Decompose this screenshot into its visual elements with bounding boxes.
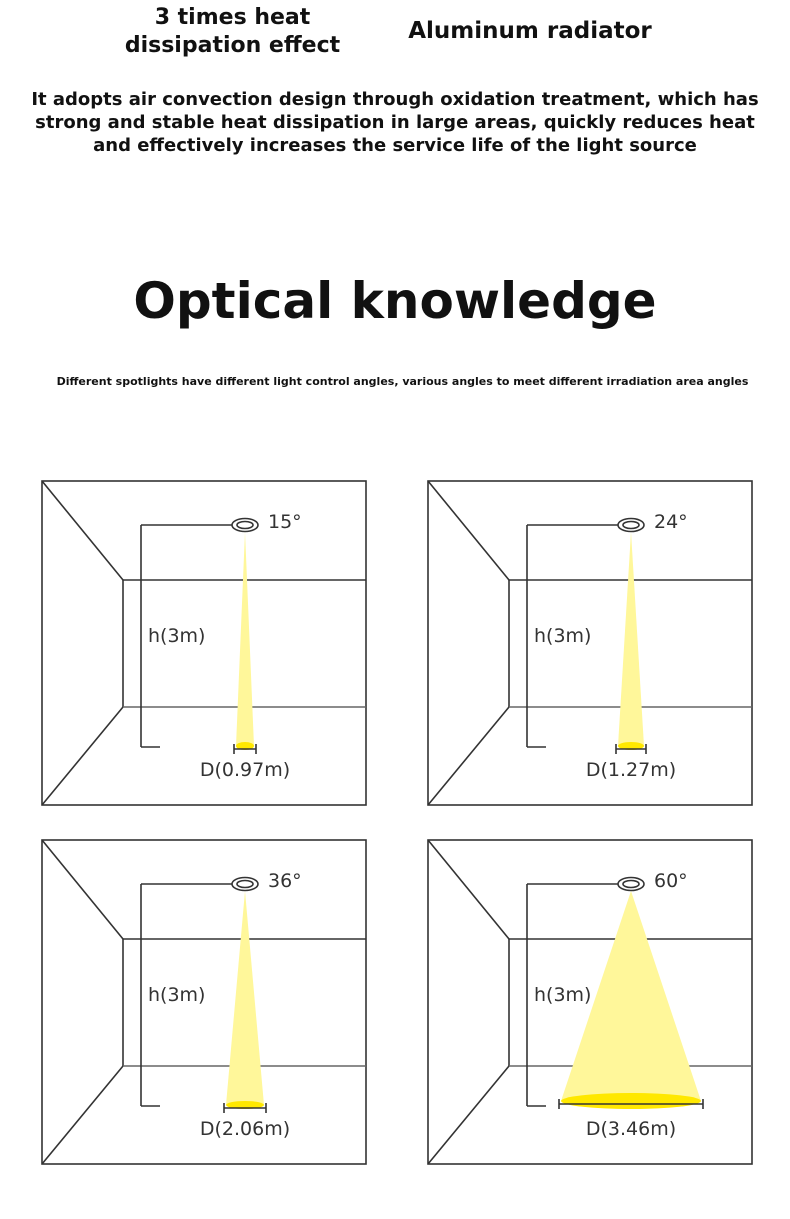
section-subtitle: Different spotlights have different ligh… (56, 375, 749, 388)
wall-diagonal-bottom (41, 706, 124, 806)
beam-diagram-4: 60° h(3m) D(3.46m) (427, 839, 753, 1165)
room-frame (41, 839, 367, 1165)
room-drawing (41, 480, 367, 806)
feature-name: Aluminum radiator (408, 18, 652, 44)
light-beam (226, 891, 264, 1105)
section-title: Optical knowledge (133, 272, 657, 330)
light-beam (618, 532, 644, 746)
wall-diagonal-bottom (41, 1065, 124, 1165)
light-spot (561, 1093, 701, 1109)
spotlight-icon (231, 517, 259, 533)
light-beam (561, 891, 701, 1101)
beam-diagram-2: 24° h(3m) D(1.27m) (427, 480, 753, 806)
spotlight-icon (617, 517, 645, 533)
height-label: h(3m) (534, 984, 592, 1006)
room-drawing (427, 480, 753, 806)
wall-diagonal-top (427, 839, 510, 940)
height-label: h(3m) (148, 984, 206, 1006)
diameter-label: D(2.06m) (199, 1118, 291, 1140)
height-label: h(3m) (148, 625, 206, 647)
height-label: h(3m) (534, 625, 592, 647)
beam-angle-label: 15° (268, 511, 302, 533)
room-frame (427, 839, 753, 1165)
spotlight-icon (617, 876, 645, 892)
room-frame (41, 480, 367, 806)
wall-diagonal-bottom (427, 706, 510, 806)
beam-angle-label: 24° (654, 511, 688, 533)
light-spot (618, 742, 644, 750)
wall-diagonal-top (41, 480, 124, 581)
diameter-label: D(3.46m) (585, 1118, 677, 1140)
feature-description: It adopts air convection design through … (31, 89, 759, 156)
light-beam (236, 532, 254, 746)
room-drawing (427, 839, 753, 1165)
feature-title: 3 times heat dissipation effect (124, 5, 341, 58)
wall-diagonal-top (427, 480, 510, 581)
room-frame (427, 480, 753, 806)
beam-angle-label: 36° (268, 870, 302, 892)
wall-diagonal-top (41, 839, 124, 940)
beam-angle-label: 60° (654, 870, 688, 892)
beam-diagram-1: 15° h(3m) D(0.97m) (41, 480, 367, 806)
room-drawing (41, 839, 367, 1165)
beam-diagram-3: 36° h(3m) D(2.06m) (41, 839, 367, 1165)
wall-diagonal-bottom (427, 1065, 510, 1165)
diameter-label: D(0.97m) (199, 759, 291, 781)
light-spot (226, 1101, 264, 1109)
diameter-label: D(1.27m) (585, 759, 677, 781)
spotlight-icon (231, 876, 259, 892)
light-spot (236, 742, 254, 750)
